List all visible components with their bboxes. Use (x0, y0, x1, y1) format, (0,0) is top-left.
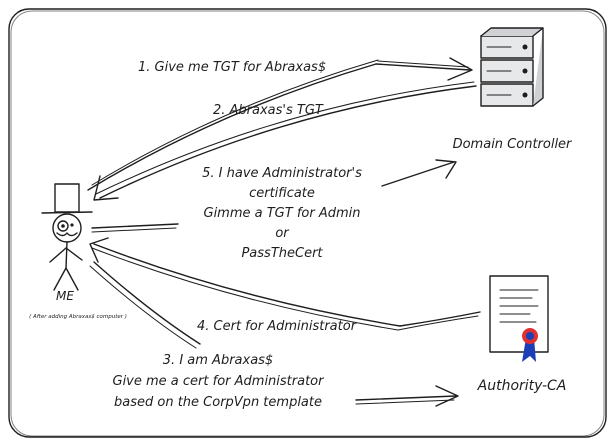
message-5-line-4: or (275, 226, 290, 241)
message-1: 1. Give me TGT for Abraxas$ (138, 60, 326, 75)
arrow-4 (89, 237, 481, 331)
me-note: ( After adding Abraxas$ computer ) (29, 314, 127, 320)
authority-ca-label: Authority-CA (477, 378, 567, 394)
arrow-5 (381, 159, 457, 187)
message-5-line-5: PassTheCert (241, 246, 323, 261)
message-5-line-3: Gimme a TGT for Admin (204, 206, 361, 221)
message-3-line-1: 3. I am Abraxas$ (163, 353, 273, 368)
message-5-line-2: certificate (249, 186, 315, 201)
stick-figure-icon (41, 183, 93, 291)
message-5-line-1: 5. I have Administrator's (202, 166, 362, 181)
message-4: 4. Cert for Administrator (197, 319, 358, 334)
message-3: 3. I am Abraxas$ Give me a cert for Admi… (113, 353, 326, 410)
arrow-1 (87, 57, 473, 191)
arrow-5-to-dc-link (91, 223, 179, 233)
message-2: 2. Abraxas's TGT (213, 103, 324, 118)
diagram-frame (8, 8, 607, 438)
domain-controller-label: Domain Controller (453, 137, 573, 152)
server-icon (480, 27, 544, 107)
me-label: ME (56, 289, 74, 303)
message-3-line-2: Give me a cert for Administrator (113, 374, 326, 389)
arrow-2 (93, 81, 477, 201)
message-3-line-3: based on the CorpVpn template (114, 395, 322, 410)
certificate-icon (489, 275, 549, 362)
message-5: 5. I have Administrator's certificate Gi… (202, 166, 362, 261)
arrow-3 (89, 261, 459, 407)
